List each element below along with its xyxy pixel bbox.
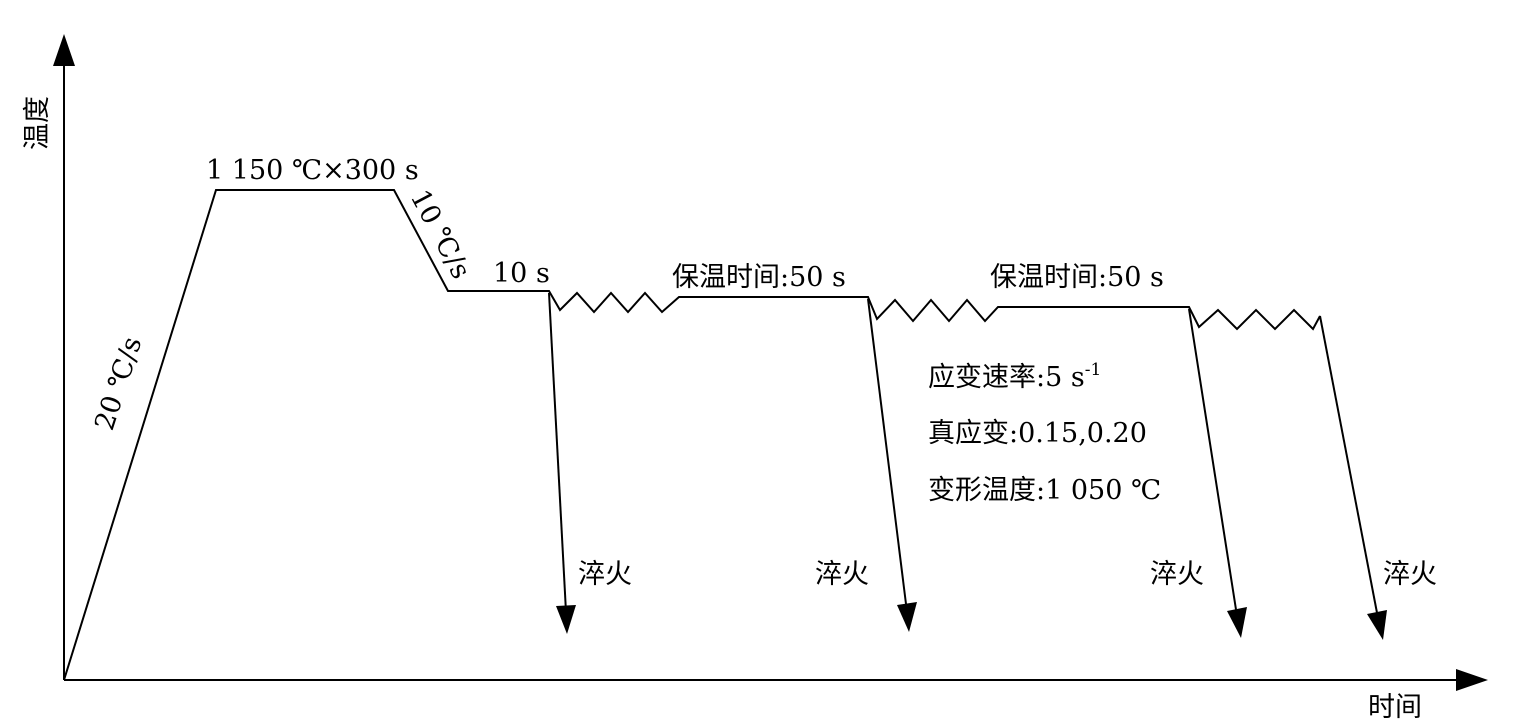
quench-label-3: 淬火 xyxy=(1150,559,1204,590)
quench-label-4: 淬火 xyxy=(1383,559,1437,590)
quench-arrowhead-1 xyxy=(556,605,576,634)
quench-arrowheads xyxy=(556,602,1387,640)
cooling-rate-label: 10 ℃/s xyxy=(404,185,476,284)
deformation-temperature-label: 变形温度:1 050 ℃ xyxy=(928,475,1161,506)
quench-line-4 xyxy=(1319,315,1379,619)
quench-lines xyxy=(548,292,1379,619)
y-axis-title: 温度 xyxy=(22,96,53,150)
quench-line-3 xyxy=(1188,308,1238,617)
interpass-time-label-1: 保温时间:50 s xyxy=(672,262,846,293)
x-axis-title: 时间 xyxy=(1368,692,1422,723)
quench-label-2: 淬火 xyxy=(815,559,869,590)
heating-rate-label: 20 ℃/s xyxy=(89,333,148,434)
quench-line-2 xyxy=(867,298,908,613)
strain-rate-label: 应变速率:5 s-1 xyxy=(928,360,1101,393)
soak-label: 1 150 ℃×300 s xyxy=(206,155,419,186)
hold-label: 10 s xyxy=(493,258,550,289)
y-axis-arrowhead xyxy=(53,34,75,66)
quench-arrowhead-3 xyxy=(1227,607,1247,638)
axes xyxy=(63,62,1458,681)
quench-line-1 xyxy=(548,292,567,613)
strain-rate-text: 应变速率:5 s xyxy=(928,362,1085,393)
schedule-curve xyxy=(63,189,1321,681)
quench-arrowhead-2 xyxy=(897,602,917,632)
strain-rate-exponent: -1 xyxy=(1085,360,1102,380)
quench-label-1: 淬火 xyxy=(578,559,632,590)
x-axis-arrowhead xyxy=(1456,669,1488,691)
quench-arrowhead-4 xyxy=(1367,610,1387,640)
true-strain-label: 真应变:0.15,0.20 xyxy=(928,418,1147,449)
interpass-time-label-2: 保温时间:50 s xyxy=(990,262,1164,293)
